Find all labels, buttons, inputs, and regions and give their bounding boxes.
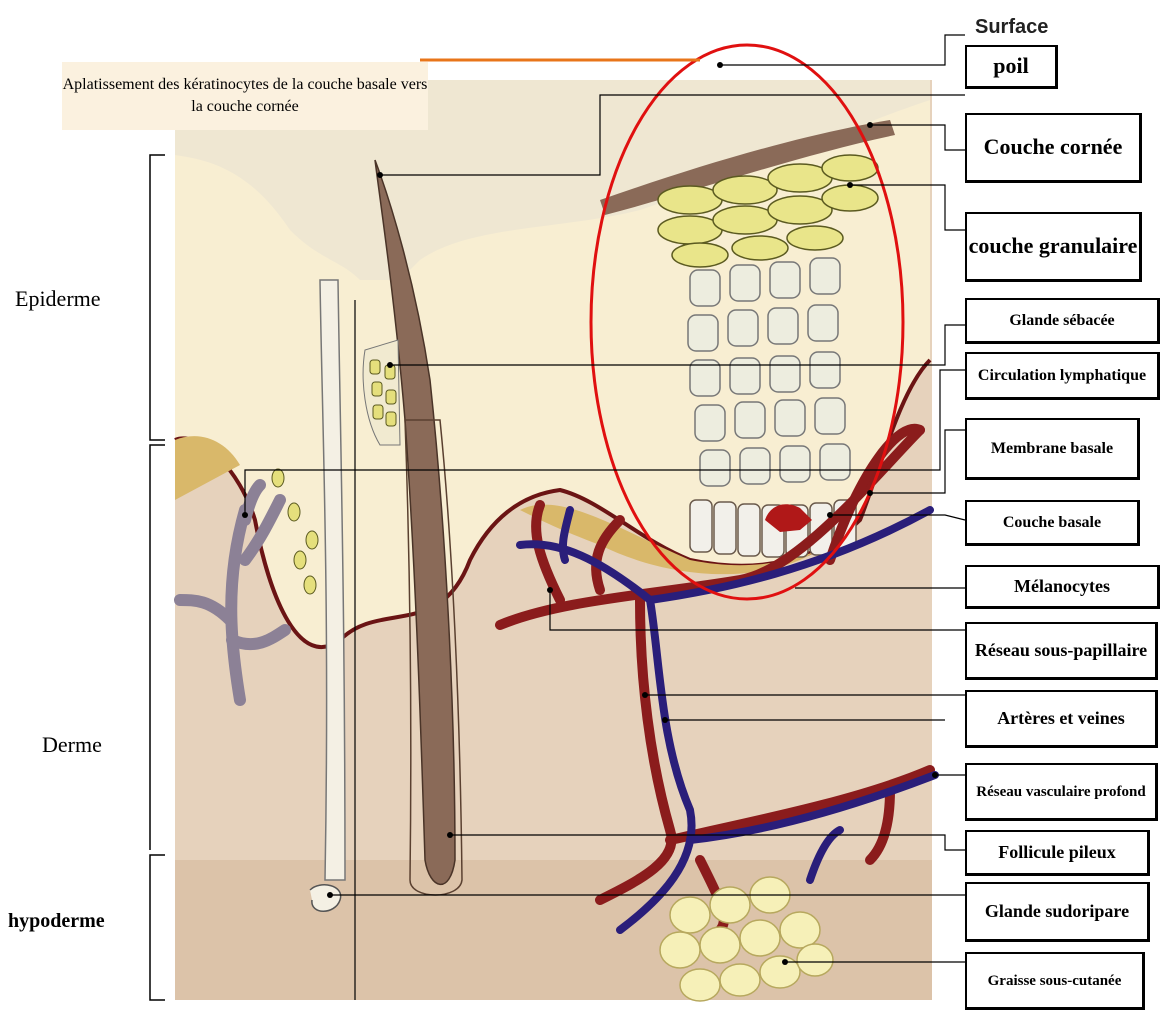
label-melanocytes: Mélanocytes [965,565,1160,609]
surface-label: Surface [975,16,1048,39]
sweat-gland-coil [310,885,341,911]
label-reseau-vasculaire-profond: Réseau vasculaire profond [965,763,1158,821]
label-glande-sebacee: Glande sébacée [965,298,1160,344]
label-graisse-sous-cutanee: Graisse sous-cutanée [965,952,1145,1010]
label-couche-granulaire: couche granulaire [965,212,1142,282]
label-membrane-basale: Membrane basale [965,418,1140,480]
label-couche-basale: Couche basale [965,500,1140,546]
label-circulation-lymphatique: Circulation lymphatique [965,352,1160,400]
layer-label-derme: Derme [42,732,102,758]
label-reseau-sous-papillaire: Réseau sous-papillaire [965,622,1158,680]
layer-label-epiderme: Epiderme [15,286,101,312]
label-arteres-veines: Artères et veines [965,690,1158,748]
label-follicule-pileux: Follicule pileux [965,830,1150,876]
layer-brackets [150,155,165,1000]
label-poil: poil [965,45,1058,89]
label-glande-sudoripare: Glande sudoripare [965,882,1150,942]
label-couche-cornee: Couche cornée [965,113,1142,183]
layer-label-hypoderme: hypoderme [8,910,105,933]
flattening-note: Aplatissement des kératinocytes de la co… [62,62,428,130]
